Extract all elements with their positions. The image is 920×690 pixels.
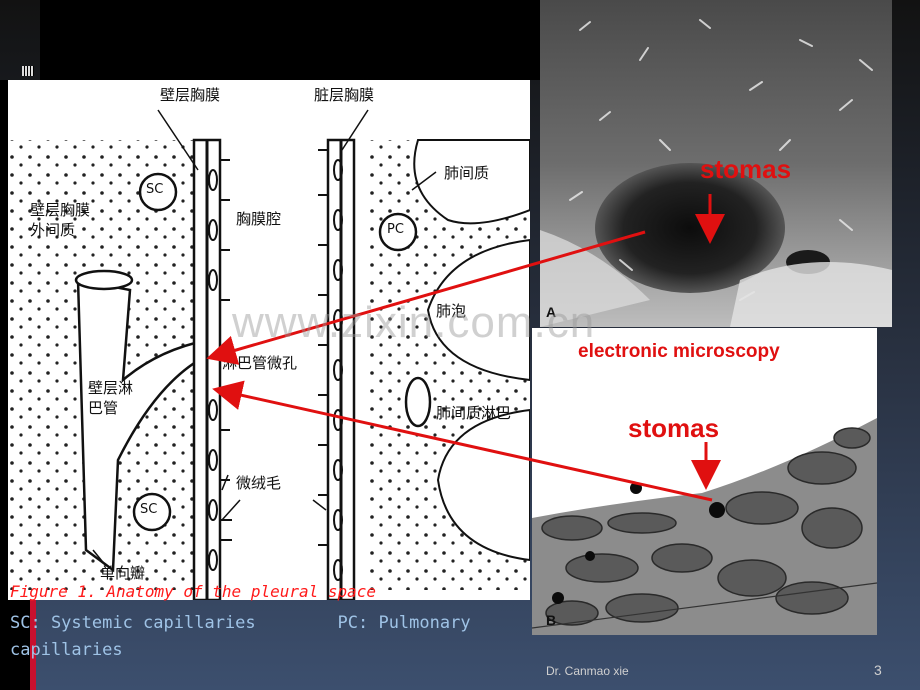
figure-caption: Figure 1. Anatomy of the pleural space: [10, 582, 377, 601]
pleura-diagram: 壁层胸膜 脏层胸膜 壁层胸膜 外间质 胸膜腔 肺间质 肺泡 淋巴管微孔 肺间质淋…: [8, 80, 530, 600]
legend-line-1: SC: Systemic capillaries PC: Pulmonary: [10, 613, 471, 633]
label-sc-top: SC: [146, 182, 164, 197]
page-number: 3: [874, 662, 882, 678]
label-microvilli: 微绒毛: [236, 474, 282, 492]
diagram-drawing: [8, 109, 530, 600]
footer-author: Dr. Canmao xie: [546, 664, 629, 678]
label-parietal-interstitium: 壁层胸膜 外间质: [30, 201, 91, 239]
label-sc-bottom: SC: [140, 502, 158, 517]
label-parietal-pleura: 壁层胸膜: [160, 86, 221, 104]
label-interstitial-lymph: 肺间质淋巴: [436, 404, 512, 422]
stomas-label-a: stomas: [700, 154, 792, 184]
stomas-label-b: stomas: [628, 413, 720, 443]
label-pleural-cavity: 胸膜腔: [236, 210, 282, 228]
histology-texture: [532, 418, 877, 635]
watermark: www.zixin.com.cn: [232, 298, 596, 347]
photo-b-letter: B: [546, 612, 557, 628]
label-parietal-lymphatic: 壁层淋 巴管: [88, 379, 134, 417]
slide-marker-icon: [22, 66, 34, 76]
label-lymph-stomata: 淋巴管微孔: [222, 354, 298, 372]
legend-line-2: capillaries: [10, 640, 123, 660]
abbreviation-legend: SC: Systemic capillaries PC: Pulmonary c…: [10, 610, 471, 664]
label-visceral-pleura: 脏层胸膜: [314, 86, 375, 104]
histology-micrograph: B: [532, 328, 877, 635]
top-black-band: [40, 0, 540, 80]
label-lung-interstitium: 肺间质: [444, 164, 490, 182]
method-label: electronic microscopy: [578, 341, 780, 362]
label-one-way-valve: 单向瓣: [100, 564, 146, 582]
label-pc: PC: [387, 222, 404, 237]
